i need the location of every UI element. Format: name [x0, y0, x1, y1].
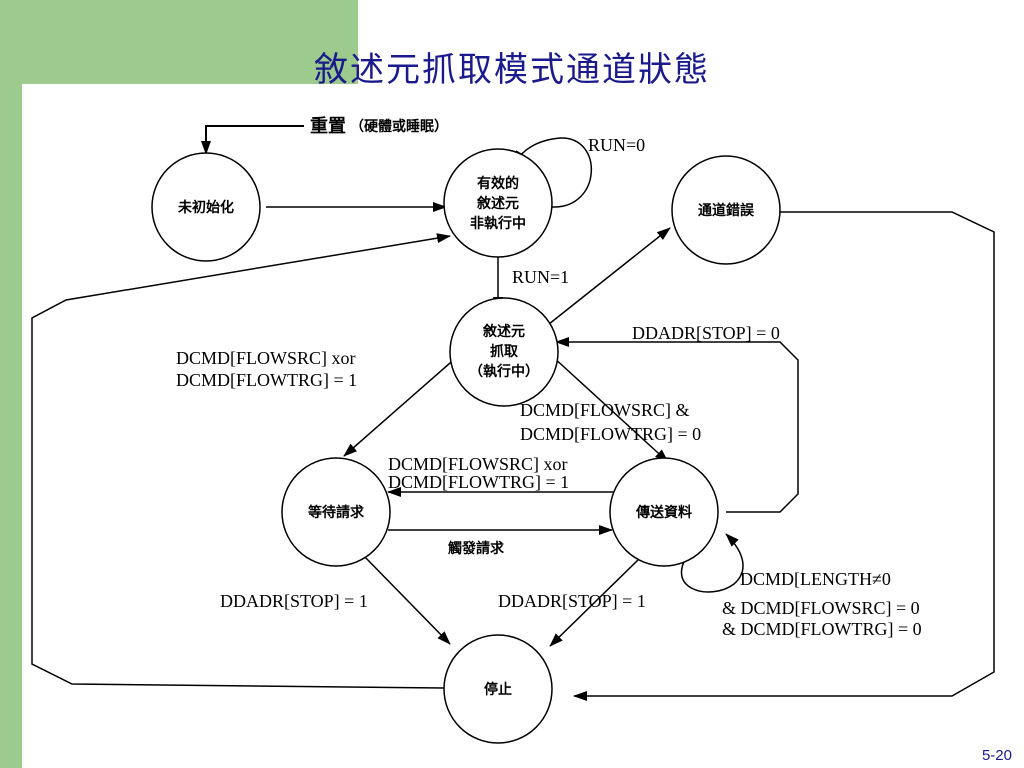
- state-channel-error: 通道錯誤: [671, 155, 781, 265]
- xor-mid-label-1: DCMD[FLOWSRC] xor: [388, 454, 568, 474]
- state-fetch-line1: 敘述元: [482, 323, 525, 340]
- stop1-left-label: DDADR[STOP] = 1: [220, 591, 368, 611]
- fetch-to-wait-arrow: [343, 355, 459, 457]
- transfer-to-fetch-arrow: [555, 337, 799, 513]
- reset-sublabel: （硬體或睡眠）: [350, 118, 448, 135]
- state-transfer: 傳送資料: [609, 457, 719, 567]
- state-fetch-line2: 抓取: [490, 343, 519, 360]
- state-valid-line2: 敘述元: [476, 195, 519, 212]
- reset-label: 重置: [310, 115, 346, 137]
- trigger-label: 觸發請求: [448, 540, 505, 557]
- fetch-to-error-arrow: [543, 227, 671, 329]
- page-number: 5-20: [981, 747, 1012, 764]
- transfer-to-stop-arrow: [549, 557, 641, 647]
- state-valid: 有效的 敘述元 非執行中: [443, 148, 553, 258]
- state-valid-line3: 非執行中: [470, 215, 526, 232]
- state-valid-line1: 有效的: [477, 175, 519, 192]
- xor-mid-label-2: DCMD[FLOWTRG] = 1: [388, 472, 569, 492]
- state-channel-error-label: 通道錯誤: [698, 202, 755, 219]
- state-uninit-label: 未初始化: [178, 199, 234, 216]
- green-header-band: [0, 0, 358, 100]
- reset-arrow: [201, 125, 304, 155]
- fetch-to-transfer-arrow: [551, 355, 669, 463]
- and-label-2: DCMD[FLOWTRG] = 0: [520, 424, 701, 444]
- green-left-stripe: [0, 0, 22, 768]
- stop-to-valid-arrow: [31, 233, 451, 689]
- length-loop-arrow: [680, 533, 744, 593]
- run1-label: RUN=1: [512, 267, 569, 287]
- state-stop-label: 停止: [484, 681, 512, 698]
- length-label-1: DCMD[LENGTH≠0: [740, 569, 891, 589]
- xor-left-label-2: DCMD[FLOWTRG] = 1: [176, 370, 357, 390]
- state-fetch-line3: （執行中）: [469, 363, 539, 380]
- run0-label: RUN=0: [588, 135, 645, 155]
- state-diagram: 未初始化 有效的 敘述元 非執行中 通道錯誤 敘述元 抓取 （執行中） 等待請求…: [31, 115, 995, 744]
- xor-left-label-1: DCMD[FLOWSRC] xor: [176, 348, 356, 368]
- and-label-1: DCMD[FLOWSRC] &: [520, 400, 690, 420]
- state-uninit: 未初始化: [151, 152, 261, 262]
- wait-to-stop-arrow: [361, 553, 451, 645]
- state-diagram-area: 未初始化 有效的 敘述元 非執行中 通道錯誤 敘述元 抓取 （執行中） 等待請求…: [22, 84, 1024, 768]
- state-stop: 停止: [443, 634, 553, 744]
- state-wait-label: 等待請求: [308, 504, 365, 521]
- slide-title: 敘述元抓取模式通道狀態: [314, 50, 710, 90]
- length-label-2: & DCMD[FLOWSRC] = 0: [722, 598, 920, 618]
- ddadr-stop0-label: DDADR[STOP] = 0: [632, 323, 780, 343]
- stop1-right-label: DDADR[STOP] = 1: [498, 591, 646, 611]
- state-wait: 等待請求: [281, 457, 391, 567]
- error-to-stop-arrow: [573, 211, 995, 701]
- state-transfer-label: 傳送資料: [635, 504, 692, 521]
- state-fetch: 敘述元 抓取 （執行中）: [449, 297, 559, 407]
- length-label-3: & DCMD[FLOWTRG] = 0: [722, 619, 922, 639]
- run0-loop-arrow: [513, 137, 593, 208]
